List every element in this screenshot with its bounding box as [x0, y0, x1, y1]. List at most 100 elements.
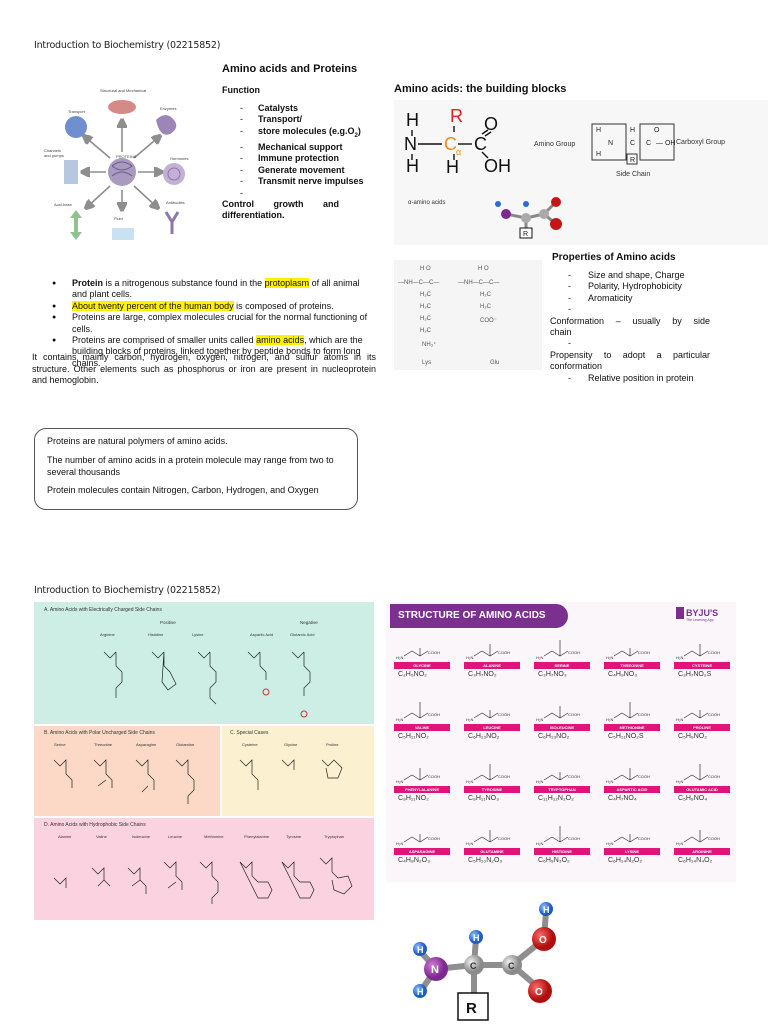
svg-text:H₂N: H₂N [466, 779, 473, 784]
svg-text:COOH: COOH [568, 650, 580, 655]
svg-text:C: C [470, 961, 477, 971]
amino-name-tag: LYSINE [604, 848, 660, 855]
amino-formula: C₄H₈N₂O₃ [398, 857, 430, 864]
svg-text:O: O [484, 114, 498, 134]
svg-text:α-amino acids: α-amino acids [408, 200, 445, 206]
properties-title: Properties of Amino acids [552, 252, 676, 263]
svg-text:α: α [456, 147, 461, 157]
amino-name-tag: VALINE [394, 724, 450, 731]
svg-text:COOH: COOH [708, 650, 720, 655]
svg-text:COOH: COOH [498, 836, 510, 841]
r-group-label: R [450, 106, 463, 126]
summary-box: Proteins are natural polymers of amino a… [34, 428, 358, 510]
svg-text:COOH: COOH [708, 774, 720, 779]
svg-text:Transport: Transport [68, 109, 86, 114]
bullet-item: About twenty percent of the human body i… [32, 300, 376, 313]
amino-name-tag: ASPARTIC ACID [604, 786, 660, 793]
function-list: -Catalysts -Transport/ -store molecules … [222, 103, 374, 222]
page-header: Introduction to Biochemistry (02215852) [34, 40, 221, 51]
svg-text:COOH: COOH [428, 836, 440, 841]
byjus-tagline: The Learning App [686, 618, 714, 622]
protein-function-diagram: PROTEINS Structural and Mechanical Trans… [32, 80, 212, 250]
panel-a: A. Amino Acids with Electrically Charged… [34, 602, 374, 724]
alpha-carbon-atom [464, 955, 484, 975]
svg-text:Antibodies: Antibodies [166, 200, 185, 205]
property-item: -Conformation – usually by side [550, 304, 710, 326]
panel-c: C. Special Cases Cysteine Glycine Prolin… [222, 726, 374, 816]
svg-text:H₂N: H₂N [606, 717, 613, 722]
svg-text:H₂N: H₂N [606, 779, 613, 784]
svg-text:R: R [630, 157, 635, 164]
svg-text:H: H [417, 987, 424, 997]
svg-text:R: R [523, 231, 528, 238]
svg-text:COOH: COOH [428, 774, 440, 779]
function-item: -Mechanical support [240, 142, 343, 153]
svg-text:COO⁻: COO⁻ [480, 318, 497, 324]
bullet-item: Proteins are comprised of smaller units … [32, 335, 376, 369]
svg-text:COOH: COOH [638, 650, 650, 655]
svg-text:H: H [446, 157, 459, 177]
amino-formula: C₁₁H₁₂N₂O₂ [538, 795, 574, 802]
svg-text:Channels: Channels [44, 148, 61, 153]
amino-formula: C₆H₁₄N₄O₂ [678, 857, 713, 864]
svg-text:Acid-base: Acid-base [54, 202, 73, 207]
transport-icon [65, 116, 87, 138]
ball-stick-small: R [495, 197, 562, 239]
amino-formula: C₅H₉NO₄ [678, 795, 708, 802]
svg-text:H₂N: H₂N [466, 655, 473, 660]
amino-name-tag: ISOLEUCINE [534, 724, 590, 731]
svg-text:—NH—C—C—: —NH—C—C— [458, 280, 499, 286]
section-title: Amino acids and Proteins [222, 63, 358, 75]
property-item: conformation [550, 361, 603, 372]
amino-formula: C₆H₁₃NO₂ [538, 733, 570, 740]
summary-line: Proteins are natural polymers of amino a… [47, 436, 228, 446]
function-title: Function [222, 85, 260, 95]
amino-name-tag: LEUCINE [464, 724, 520, 731]
svg-text:H₂N: H₂N [606, 655, 613, 660]
byjus-logo-icon [676, 607, 684, 619]
amino-name-tag: GLYCINE [394, 662, 450, 669]
amino-formula: C₃H₇NO₂ [468, 671, 497, 678]
svg-text:C: C [474, 134, 487, 154]
amino-acid-structure-figure: H R O N C C H H OH α α-amino acids Amino… [394, 100, 768, 245]
svg-text:H₂C: H₂C [420, 304, 432, 310]
svg-text:H₂N: H₂N [396, 779, 403, 784]
amino-name-tag: CYSTEINE [674, 662, 730, 669]
svg-text:C: C [630, 140, 635, 147]
svg-text:R: R [466, 1000, 477, 1017]
antibody-icon [164, 211, 180, 234]
function-item: -Control growth and [222, 187, 339, 210]
amino-formula: C₅H₉NO₂ [678, 733, 707, 740]
property-item: -Relative position in protein [568, 372, 694, 383]
svg-text:COOH: COOH [428, 650, 440, 655]
oxygen-atom [528, 979, 552, 1003]
svg-text:—NH—C—C—: —NH—C—C— [398, 280, 439, 286]
svg-text:COOH: COOH [638, 774, 650, 779]
amino-formula: C₉H₁₁NO₂ [398, 795, 429, 802]
svg-text:H₂N: H₂N [676, 779, 683, 784]
amino-name-tag: ALANINE [464, 662, 520, 669]
svg-text:H₂N: H₂N [676, 717, 683, 722]
svg-text:COOH: COOH [708, 712, 720, 717]
amino-formula: C₆H₁₃NO₂ [468, 733, 500, 740]
svg-text:H₂N: H₂N [396, 655, 403, 660]
svg-text:H₂N: H₂N [536, 779, 543, 784]
svg-text:N: N [404, 134, 417, 154]
svg-text:H₂N: H₂N [676, 655, 683, 660]
function-item: -Generate movement [240, 164, 345, 175]
function-item: -store molecules (e.g.O2) [240, 125, 361, 139]
svg-text:COOH: COOH [498, 650, 510, 655]
svg-text:H: H [473, 933, 480, 943]
svg-text:COOH: COOH [498, 774, 510, 779]
protein-bullets: Protein is a nitrogenous substance found… [32, 278, 376, 369]
